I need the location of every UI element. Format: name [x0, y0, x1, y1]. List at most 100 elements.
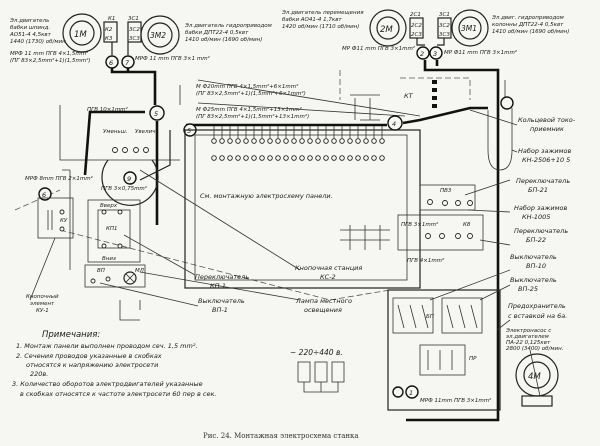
terminal: [339, 138, 345, 144]
terminal: [275, 138, 281, 144]
terminal: [219, 155, 225, 161]
block-label: МЛ: [135, 268, 144, 274]
node: [392, 386, 404, 398]
callout-switch-vp25: ВП-25: [518, 285, 538, 293]
node-label: 7: [125, 59, 130, 67]
terminal: [347, 155, 353, 161]
terminal: [227, 155, 233, 161]
terminal: [307, 155, 313, 161]
motor-desc: бабки ДПТ22-4 0,5квт: [185, 30, 249, 36]
terminal: [339, 155, 345, 161]
block-label: КП1: [106, 226, 118, 232]
node-label: 6: [42, 191, 46, 199]
terminal: [331, 155, 337, 161]
terminal: [363, 138, 369, 144]
callout-switch-bp21: Переключатель: [516, 177, 570, 185]
terminal: [315, 138, 321, 144]
terminal: [315, 155, 321, 161]
contactor-label: 3С3: [439, 32, 450, 38]
motor-3m1: 3M1 3С1 3С2 3С3: [437, 9, 489, 47]
terminal: [251, 138, 257, 144]
terminal: [371, 138, 377, 144]
contactor-label: К2: [105, 27, 113, 33]
callout-pump: ПА-22 0,125квт: [506, 340, 551, 346]
button-label: Уменьш.: [103, 129, 128, 135]
cable-label: МР Ф11 mm ПГВ 3×1mm²: [444, 49, 518, 56]
node-label: 2: [420, 50, 424, 58]
terminal: [299, 138, 305, 144]
node-7: 7: [121, 55, 135, 69]
motor-label: 3M2: [150, 31, 166, 40]
junction-nodes: 6 7 2 3 5 5 4 9 6 1: [38, 46, 514, 399]
motor-desc: АО51-4 4,5квт: [9, 32, 52, 38]
contactor-label: 2С3: [411, 32, 422, 38]
contactor-label: К3: [105, 36, 113, 42]
terminal: [355, 155, 361, 161]
block-label: КУ: [60, 218, 68, 224]
cable-label: (ПГ 83×2,5mm²+1)(1,5mm²+6×1mm²): [196, 90, 306, 97]
node-label: 4: [392, 120, 396, 128]
callout-terminal-set: Набор зажимов: [514, 204, 567, 212]
cable-label: МР Ф11 mm ПГВ 3×1mm²: [342, 45, 416, 52]
cable-label: ПГВ 10×1mm²: [87, 106, 129, 113]
terminal: [227, 138, 233, 144]
cable-label: (ПГ 83×2,5mm²+1)(1,5mm²+13×1mm²): [196, 113, 309, 120]
motor-desc: 1410 об/мин (1690 об/мин): [185, 37, 262, 43]
callouts: [29, 109, 541, 397]
node-label: 9: [127, 175, 131, 183]
terminal: [267, 138, 273, 144]
callout-labels: Кольцевой токо- приемник Набор зажимов К…: [26, 116, 576, 352]
callout-switch-vp1: ВП-1: [212, 306, 228, 314]
terminal: [355, 138, 361, 144]
node-6: 6: [105, 55, 119, 69]
terminal: [243, 155, 249, 161]
terminal: [275, 155, 281, 161]
terminal: [347, 138, 353, 144]
motor-desc: 1420 об/мин (1710 об/мин): [282, 24, 359, 30]
callout-button-station: Кнопочная станция: [295, 264, 362, 272]
contactor-label: 3С2: [129, 27, 140, 33]
panel-reference-note: См. монтажную электросхему панели.: [200, 192, 333, 200]
motor-desc: Эл.двигатель гидроприводом: [184, 23, 272, 29]
block-label: ПВ3: [440, 188, 452, 194]
callout-fuse: с вставкой на 6а.: [508, 312, 567, 320]
cable-labels: МРФ 11 mm ПГВ 4×1,5mm² (ПГ 83×2,5mm²+1)(…: [10, 45, 518, 404]
block-label: БП: [426, 314, 434, 320]
terminal: [243, 138, 249, 144]
callout-ring-collector: приемник: [530, 125, 564, 133]
cable-label: М Ф25mm ПГВ 4×1,5mm²+13×1mm²: [196, 106, 303, 113]
note-line: 1. Монтаж панели выполнен проводом сеч. …: [16, 342, 198, 350]
callout-switch-vp10: Выключатель: [510, 253, 557, 261]
callout-switch-vp10: ВП-10: [526, 262, 546, 270]
motor-desc: 1440 (1730) об/мин: [10, 39, 66, 45]
terminal: [379, 155, 385, 161]
note-line: относятся к напряжению электросети: [26, 361, 158, 369]
contactor-label: 3С1: [128, 16, 139, 22]
panel: См. монтажную электросхему панели.: [184, 126, 421, 289]
motor-2m: 2M 2С1 2С2 2С3: [369, 9, 424, 47]
terminal: [251, 155, 257, 161]
contactor-label: 3С2: [439, 23, 450, 29]
cable-label: М Ф20mm ПГВ 4×1,5mm²+6×1mm²: [196, 83, 299, 90]
contactor-label: 2С1: [410, 12, 421, 18]
node-5: 5: [149, 105, 165, 121]
ring-collector-node: [500, 96, 514, 110]
notes-title: Примечания:: [42, 330, 100, 340]
cable-label: ПГВ 3×0,75mm²: [101, 185, 148, 192]
relay-block-kt: КТ: [339, 70, 471, 121]
block-label: ВП: [97, 268, 105, 274]
block-label: Вверх: [100, 203, 118, 209]
left-blocks: КУ Вверх Вниз КП1 ВП МЛ: [37, 197, 146, 288]
motor-desc: бабки шпинд.: [10, 25, 50, 31]
callout-switch-bp22: БП-22: [526, 236, 546, 244]
terminal: [259, 155, 265, 161]
cable-label: МРФ 11mm ПГВ 3×1mm²: [420, 397, 492, 404]
figure-caption: Рис. 24. Монтажная электросхема станка: [203, 432, 359, 440]
callout-button-element: КУ-1: [36, 308, 49, 314]
power-input: ~ 220÷440 в.: [290, 348, 345, 393]
node-label: 5: [187, 127, 191, 135]
terminal: [323, 155, 329, 161]
relay-label: КТ: [404, 92, 414, 100]
